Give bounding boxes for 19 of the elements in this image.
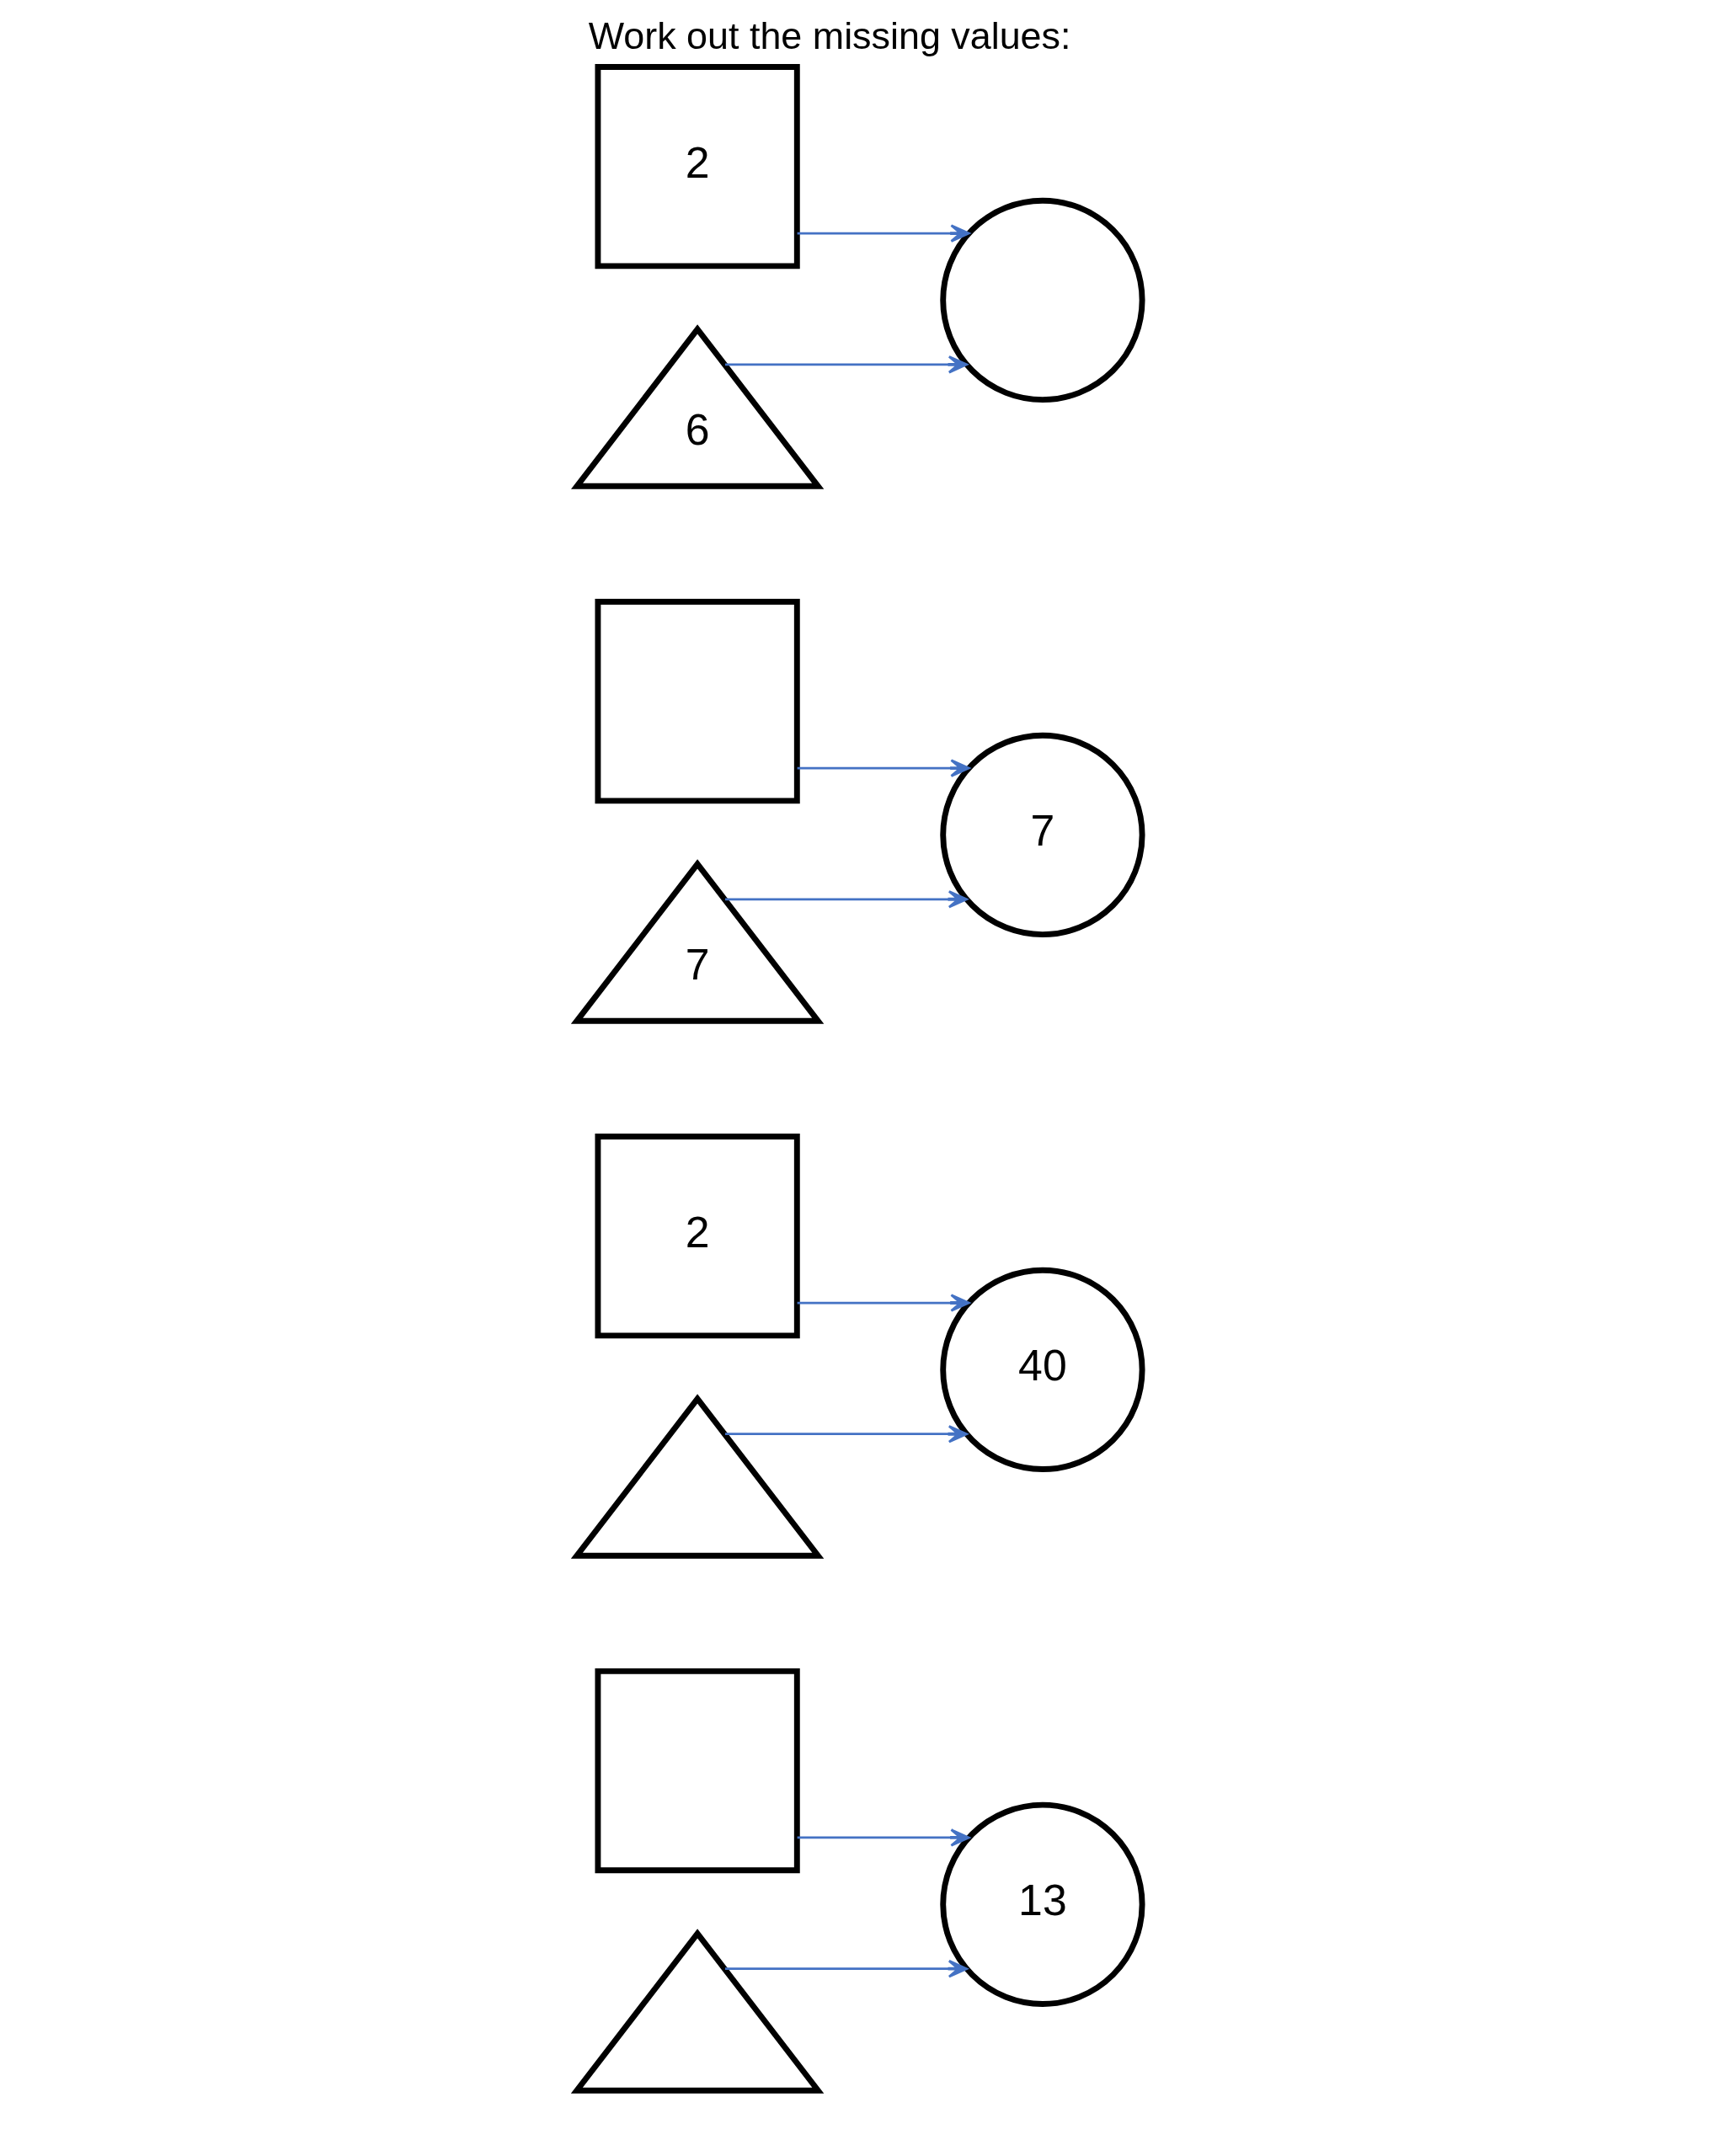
node-circle: 40 [940,1267,1145,1472]
arrow [797,224,970,243]
arrow [724,890,969,909]
arrow [724,355,969,374]
node-circle [940,197,1145,403]
diagram-title: Work out the missing values: [588,14,1071,58]
node-box [595,1668,800,1874]
node-triangle [571,1929,825,2094]
node-circle: 13 [940,1801,1145,2007]
arrow [724,1425,969,1444]
node-circle: 7 [940,732,1145,938]
node-box: 2 [595,1134,800,1339]
arrow [797,759,970,777]
node-triangle [571,1394,825,1559]
arrow [724,1960,969,1978]
node-box [595,599,800,804]
arrow [797,1294,970,1312]
arrow [797,1828,970,1847]
node-box: 2 [595,64,800,270]
